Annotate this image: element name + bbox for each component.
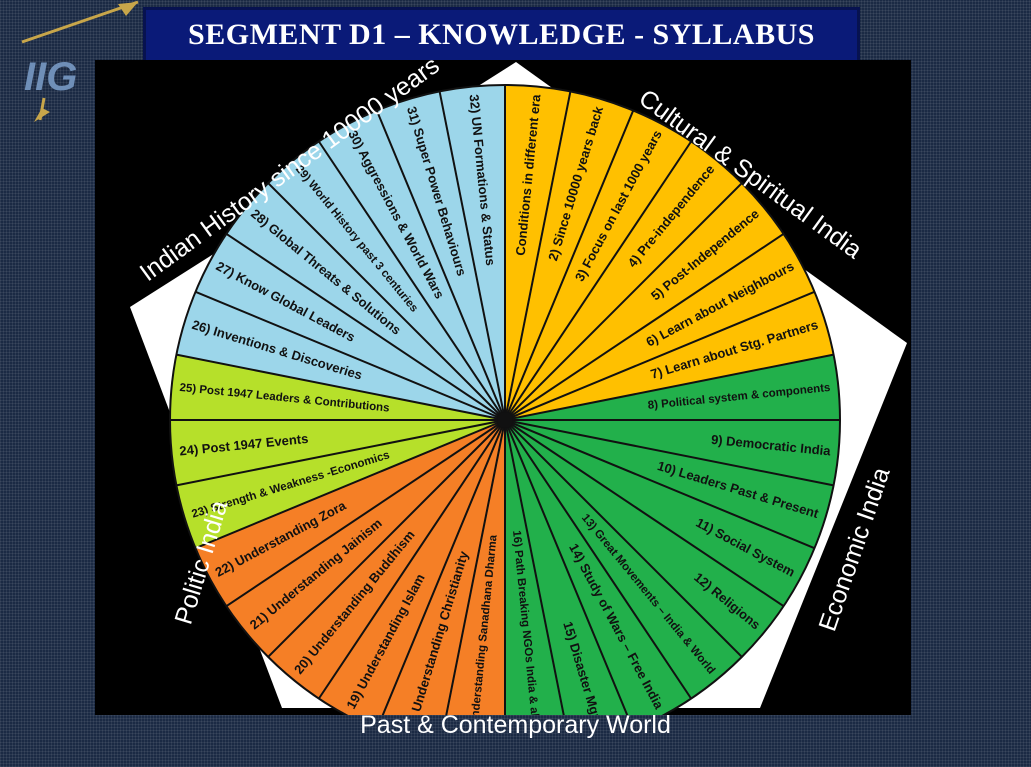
segment-divider <box>195 290 506 421</box>
segment-divider <box>504 419 565 715</box>
segment-slice <box>505 420 815 607</box>
segment-divider <box>504 290 815 421</box>
segment-slice <box>505 420 692 715</box>
segment-divider <box>504 419 834 487</box>
segment-divider <box>504 91 572 421</box>
segment-divider <box>318 140 506 421</box>
segment-divider <box>504 233 785 421</box>
segment-slice <box>505 183 784 420</box>
segment-divider <box>176 353 506 421</box>
segment-slice <box>318 420 505 715</box>
segment-slice <box>505 420 742 699</box>
category-label-world: Past & Contemporary World <box>360 711 671 739</box>
segment-slice <box>176 420 505 549</box>
segment-slice <box>176 291 505 420</box>
segment-divider <box>381 419 506 715</box>
segment-divider <box>195 419 506 550</box>
segment-divider <box>375 110 506 421</box>
segment-slice <box>195 420 505 607</box>
segment-slice <box>226 420 505 657</box>
logo-text: IIG <box>24 55 77 99</box>
segment-divider <box>504 353 834 421</box>
segment-slice <box>318 110 505 420</box>
segment-divider <box>225 233 506 421</box>
segment-divider <box>504 110 635 421</box>
segment-slice <box>505 141 742 420</box>
wheel-spokes <box>170 85 840 715</box>
segment-divider <box>267 182 506 421</box>
title-banner: SEGMENT D1 – KNOWLEDGE - SYLLABUS <box>143 7 860 63</box>
segment-slice <box>268 141 505 420</box>
segment-divider <box>225 419 506 607</box>
segment-slice <box>505 110 692 420</box>
segment-divider <box>504 419 743 658</box>
segment-slice <box>505 420 834 549</box>
segment-divider <box>504 419 785 607</box>
segment-slice <box>505 91 634 421</box>
segment-divider <box>445 419 506 715</box>
segment-divider <box>504 419 629 715</box>
iig-logo: IIG <box>21 0 139 122</box>
wheel-outline <box>169 84 841 715</box>
segment-divider <box>267 419 506 658</box>
segment-slice <box>505 420 784 657</box>
segment-divider <box>318 419 506 700</box>
segment-divider <box>438 91 506 421</box>
segment-slice <box>505 291 834 420</box>
segment-slice <box>505 233 815 420</box>
segment-divider <box>504 140 692 421</box>
segment-divider <box>176 419 506 487</box>
segment-divider <box>504 419 692 700</box>
page-title: SEGMENT D1 – KNOWLEDGE - SYLLABUS <box>188 18 815 51</box>
wheel-hub <box>497 412 513 428</box>
segment-divider <box>504 182 743 421</box>
segment-slice <box>376 91 505 421</box>
segment-slice <box>226 183 505 420</box>
segment-divider <box>504 419 815 550</box>
segment-slice <box>195 233 505 420</box>
segment-slice <box>268 420 505 699</box>
